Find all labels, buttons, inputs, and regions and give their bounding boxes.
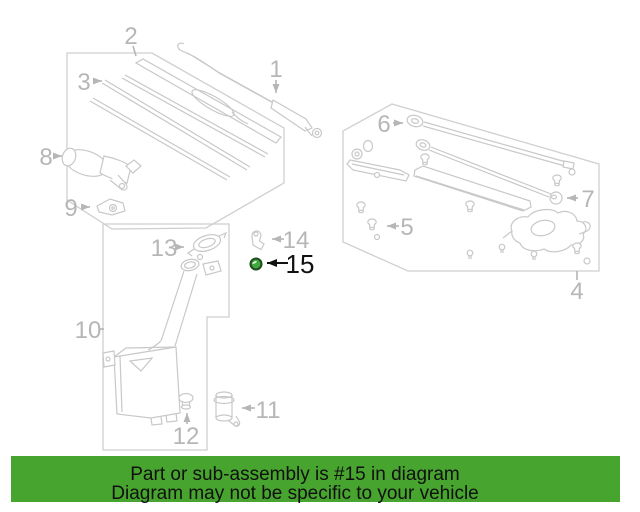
wiper-arm (177, 42, 323, 139)
highlight-glint (252, 261, 257, 264)
info-banner-line2: Diagram may not be specific to your vehi… (111, 483, 479, 504)
info-banner-background (11, 456, 620, 502)
linkage-rod-2 (415, 139, 552, 198)
callout-2-leader (132, 45, 137, 57)
wiper-blade-box (66, 52, 285, 230)
highlighted-part-dot[interactable] (249, 257, 263, 271)
wiper-motor (61, 147, 142, 191)
callout-5[interactable]: 5 (400, 214, 413, 241)
washer-pump (213, 391, 241, 427)
ball-joint (549, 191, 563, 205)
callout-1[interactable]: 1 (269, 56, 282, 83)
callout-11[interactable]: 11 (256, 397, 281, 424)
callout-4[interactable]: 4 (570, 278, 583, 305)
pivot-assembly (346, 159, 410, 182)
wiper-linkage (346, 114, 591, 265)
wiper-blades (89, 58, 282, 181)
blade-frame-detail (191, 89, 235, 117)
callout-12[interactable]: 12 (173, 423, 200, 450)
callout-14[interactable]: 14 (283, 227, 310, 254)
joint-elbow (251, 230, 265, 251)
linkage-frame-bracket (502, 208, 591, 253)
blade-strip (89, 100, 228, 181)
info-banner-line1: Part or sub-assembly is #15 in diagram (130, 464, 459, 485)
callout-2[interactable]: 2 (124, 23, 137, 50)
callout-9[interactable]: 9 (64, 195, 77, 222)
callout-3[interactable]: 3 (77, 69, 90, 96)
tank-grommet (178, 392, 194, 410)
mount-bracket (96, 198, 126, 216)
blade-rubber (104, 79, 251, 168)
blade-strip (92, 97, 231, 178)
callout-6[interactable]: 6 (377, 111, 390, 138)
blade-rubber (101, 82, 248, 171)
info-banner: Part or sub-assembly is #15 in diagram D… (11, 456, 620, 504)
washer-reservoir-box (102, 223, 230, 451)
linkage-rod-1 (406, 114, 575, 170)
blade-strip (121, 77, 266, 158)
blade-strip (124, 74, 269, 155)
callout-10[interactable]: 10 (75, 317, 102, 344)
callout-13[interactable]: 13 (151, 235, 178, 262)
blade-frame-detail-2 (231, 111, 249, 125)
linkage-rod-3 (413, 165, 532, 212)
blade-assembly (134, 58, 282, 144)
washer-tank (102, 258, 222, 426)
washer-tank-group (102, 231, 241, 427)
highlighted-part[interactable] (249, 257, 263, 271)
callout-7[interactable]: 7 (581, 186, 594, 213)
callout-8[interactable]: 8 (39, 144, 52, 171)
callout-15[interactable]: 15 (286, 249, 315, 279)
linkage-box (342, 103, 600, 272)
linkage-hardware (356, 153, 591, 265)
tank-cap (186, 231, 228, 261)
